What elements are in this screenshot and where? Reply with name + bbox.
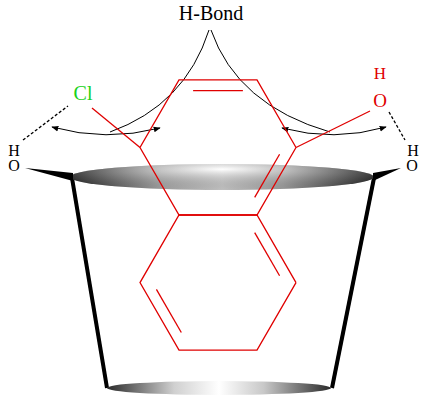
wide-rim-shade [70,164,374,190]
aromatic-ring [140,80,296,215]
hydrogen-atom: H [407,143,419,159]
double-bond-line [193,90,243,91]
naphthalene-guest [92,80,370,350]
wedge-bond [373,168,401,181]
chlorine-atom: Cl [74,83,93,103]
wedge-bond [25,168,73,181]
bracket-curve [211,30,330,132]
double-bond-line [156,289,181,332]
hydrogen-bond-dash [389,112,405,140]
wide-rim [70,164,374,190]
double-arrow [52,127,160,135]
bracket-curve [110,30,209,132]
double-bond-line [255,154,280,197]
hydroxyl-bond [296,111,370,148]
narrow-rim [107,381,331,395]
cone-side [332,178,374,388]
double-bond-line [255,233,280,276]
hydrogen-atom: H [374,65,386,82]
oxygen-atom: O [406,158,418,174]
hydrogen-bond-dash [23,106,68,140]
hydrogen-bond-label: H-Bond [179,3,243,23]
aromatic-ring [140,215,296,350]
oxygen-atom: O [8,158,20,174]
cone-side [72,178,107,388]
hydrogen-atom: H [8,143,20,159]
oxygen-atom: O [373,91,387,110]
chloro-bond [92,108,140,148]
